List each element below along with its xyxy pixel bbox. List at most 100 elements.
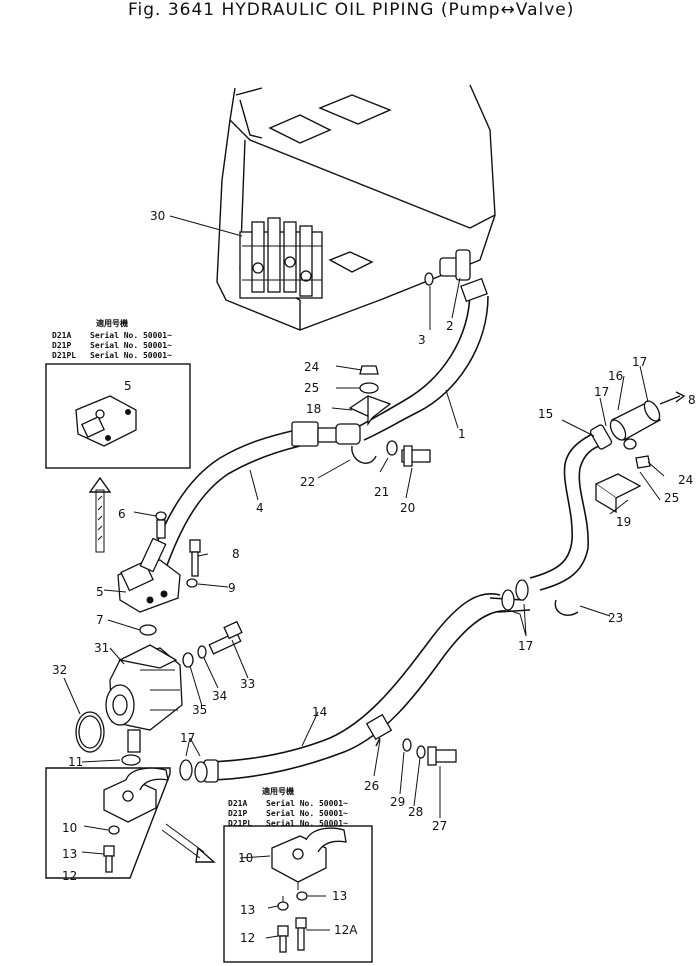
inset-box-elbow-right (223, 825, 373, 963)
bolt (402, 738, 457, 766)
hose-section (489, 579, 531, 613)
callout-35: 35 (192, 703, 207, 717)
elbow-fitting (439, 249, 488, 303)
callout-13-left: 13 (62, 847, 77, 861)
svg-text:Serial No. 50001~: Serial No. 50001~ (266, 818, 348, 828)
figure-title: Fig. 3641 HYDRAULIC OIL PIPING (Pump↔Val… (128, 0, 575, 20)
o-ring (182, 652, 194, 668)
svg-text:D21P: D21P (52, 341, 71, 350)
hose-clamp (194, 761, 208, 783)
hose-1 (355, 289, 489, 441)
callout-25-right: 25 (664, 491, 679, 505)
pump-flange (117, 537, 181, 613)
callout-9: 9 (228, 581, 236, 595)
bolt (155, 511, 167, 539)
callout-12-right: 12 (240, 931, 255, 945)
callout-1: 1 (458, 427, 466, 441)
callout-14: 14 (312, 705, 327, 719)
callout-8: 8 (232, 547, 240, 561)
serial-info-bottom: 適用号機 D21A Serial No. 50001~ D21P Serial … (228, 786, 348, 828)
svg-text:D21A: D21A (228, 799, 247, 808)
callout-17-pump: 17 (180, 731, 195, 745)
callout-labels: 30 3 2 1 24 25 18 22 21 20 4 5 6 8 9 5 7… (52, 209, 696, 945)
washer (186, 578, 198, 588)
callout-29: 29 (390, 795, 405, 809)
callout-4: 4 (256, 501, 264, 515)
o-ring (424, 272, 434, 286)
svg-text:Serial No. 50001~: Serial No. 50001~ (90, 330, 172, 340)
tube-15 (529, 424, 613, 591)
callout-18: 18 (306, 402, 321, 416)
callout-12A: 12A (334, 923, 358, 937)
svg-text:Serial No. 50001~: Serial No. 50001~ (90, 350, 172, 360)
bracket (348, 365, 392, 427)
o-ring (121, 754, 141, 766)
hose-clamp (179, 759, 193, 781)
callout-3: 3 (418, 333, 426, 347)
callout-8-arrow: 8 (688, 393, 696, 407)
washer (197, 645, 207, 659)
callout-23: 23 (608, 611, 623, 625)
callout-12-left: 12 (62, 869, 77, 883)
hose-4 (149, 421, 341, 569)
callout-15: 15 (538, 407, 553, 421)
hose-clamp (554, 599, 579, 616)
svg-text:Serial No. 50001~: Serial No. 50001~ (90, 340, 172, 350)
callout-17-mid: 17 (518, 639, 533, 653)
tube-14 (203, 593, 507, 783)
callout-11: 11 (68, 755, 83, 769)
callout-5-inset: 5 (124, 379, 132, 393)
callout-28: 28 (408, 805, 423, 819)
svg-text:D21PL: D21PL (52, 351, 76, 360)
svg-text:Serial No. 50001~: Serial No. 50001~ (266, 808, 348, 818)
callout-30: 30 (150, 209, 165, 223)
callout-33: 33 (240, 677, 255, 691)
callout-13-right-a: 13 (332, 889, 347, 903)
bolt (189, 539, 201, 577)
hydraulic-pump (105, 644, 183, 753)
bolt (208, 620, 243, 655)
svg-text:D21PL: D21PL (228, 819, 252, 828)
svg-text:D21A: D21A (52, 331, 71, 340)
svg-text:適用号機: 適用号機 (262, 786, 294, 796)
callout-6: 6 (118, 507, 126, 521)
callout-5: 5 (96, 585, 104, 599)
callout-25: 25 (304, 381, 319, 395)
direction-arrow (88, 476, 112, 553)
inset-box-flange (45, 363, 191, 469)
callout-31: 31 (94, 641, 109, 655)
direction-arrow (161, 823, 216, 863)
svg-text:適用号機: 適用号機 (96, 318, 128, 328)
callout-17-right: 17 (632, 355, 647, 369)
svg-text:D21P: D21P (228, 809, 247, 818)
leader-lines (63, 215, 665, 939)
callout-22: 22 (300, 475, 315, 489)
callout-10-left: 10 (62, 821, 77, 835)
callout-26: 26 (364, 779, 379, 793)
callout-24-right: 24 (678, 473, 693, 487)
callout-13-right-b: 13 (240, 903, 255, 917)
callout-21: 21 (374, 485, 389, 499)
bracket (594, 438, 651, 514)
control-valve (239, 217, 323, 299)
callout-19: 19 (616, 515, 631, 529)
callout-34: 34 (212, 689, 227, 703)
direction-arrow (659, 391, 686, 405)
hose-fitting (335, 423, 377, 464)
callout-32: 32 (52, 663, 67, 677)
callout-7: 7 (96, 613, 104, 627)
callout-20: 20 (400, 501, 415, 515)
o-ring (78, 715, 102, 749)
serial-info-top: 適用号機 D21A Serial No. 50001~ D21P Serial … (52, 318, 172, 360)
callout-17-left: 17 (594, 385, 609, 399)
callout-10-right: 10 (238, 851, 253, 865)
svg-text:Serial No. 50001~: Serial No. 50001~ (266, 798, 348, 808)
bolt (386, 440, 431, 467)
callout-24: 24 (304, 360, 319, 374)
callout-16: 16 (608, 369, 623, 383)
callout-2: 2 (446, 319, 454, 333)
o-ring (139, 624, 157, 636)
hose-16 (609, 400, 661, 441)
inset-box-elbow-left (45, 767, 171, 879)
